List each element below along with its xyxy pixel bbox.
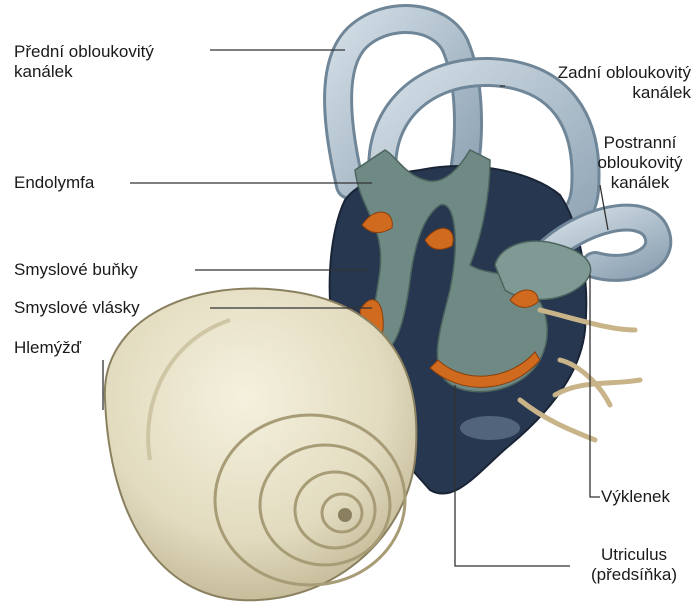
label-utriculus-line2: (předsíňka) [574, 565, 694, 585]
label-utriculus-line1: Utriculus [574, 545, 694, 565]
label-hlemyzd: Hlemýžď [14, 338, 81, 358]
label-postranni-line2: obloukovitý [584, 153, 696, 173]
label-predni-line2: kanálek [14, 62, 154, 82]
label-smyslove-vlasky: Smyslové vlásky [14, 298, 140, 318]
label-zadni-line1: Zadní obloukovitý [505, 63, 691, 83]
window-oval-shape [460, 416, 520, 440]
label-predni-line1: Přední obloukovitý [14, 42, 154, 62]
label-smyslove-bunky: Smyslové buňky [14, 260, 138, 280]
label-zadni-line2: kanálek [505, 83, 691, 103]
label-zadni-canal: Zadní obloukovitý kanálek [505, 63, 691, 103]
label-postranni-canal: Postranní obloukovitý kanálek [584, 133, 696, 193]
label-endolymfa: Endolymfa [14, 173, 94, 193]
cochlea-shell-shape [105, 288, 417, 600]
label-postranni-line3: kanálek [584, 173, 696, 193]
label-utriculus: Utriculus (předsíňka) [574, 545, 694, 585]
label-predni-canal: Přední obloukovitý kanálek [14, 42, 154, 82]
label-vyklenek: Výklenek [601, 487, 670, 507]
label-postranni-line1: Postranní [584, 133, 696, 153]
